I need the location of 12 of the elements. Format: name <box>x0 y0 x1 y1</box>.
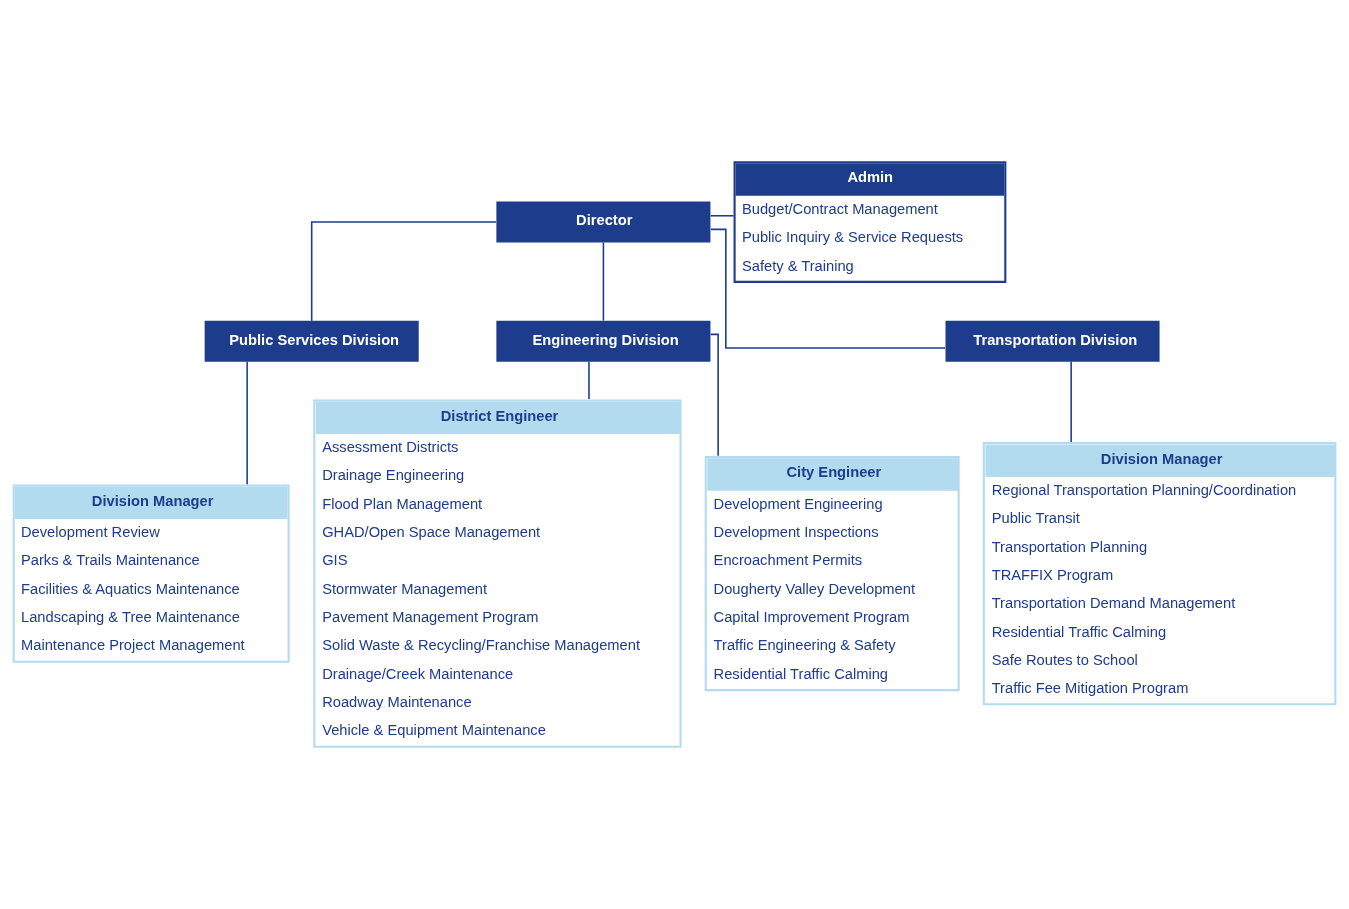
connector <box>588 361 590 400</box>
connector <box>310 221 497 322</box>
node-box: Public Services Division <box>204 320 419 362</box>
node-box: Engineering Division <box>496 320 711 362</box>
connector <box>246 361 248 485</box>
connector <box>710 228 946 349</box>
node-box: Director <box>496 201 711 243</box>
connector <box>709 215 735 217</box>
connector <box>709 333 719 457</box>
connector <box>1070 361 1072 443</box>
connector <box>602 241 605 322</box>
node-box: Transportation Division <box>945 320 1160 362</box>
